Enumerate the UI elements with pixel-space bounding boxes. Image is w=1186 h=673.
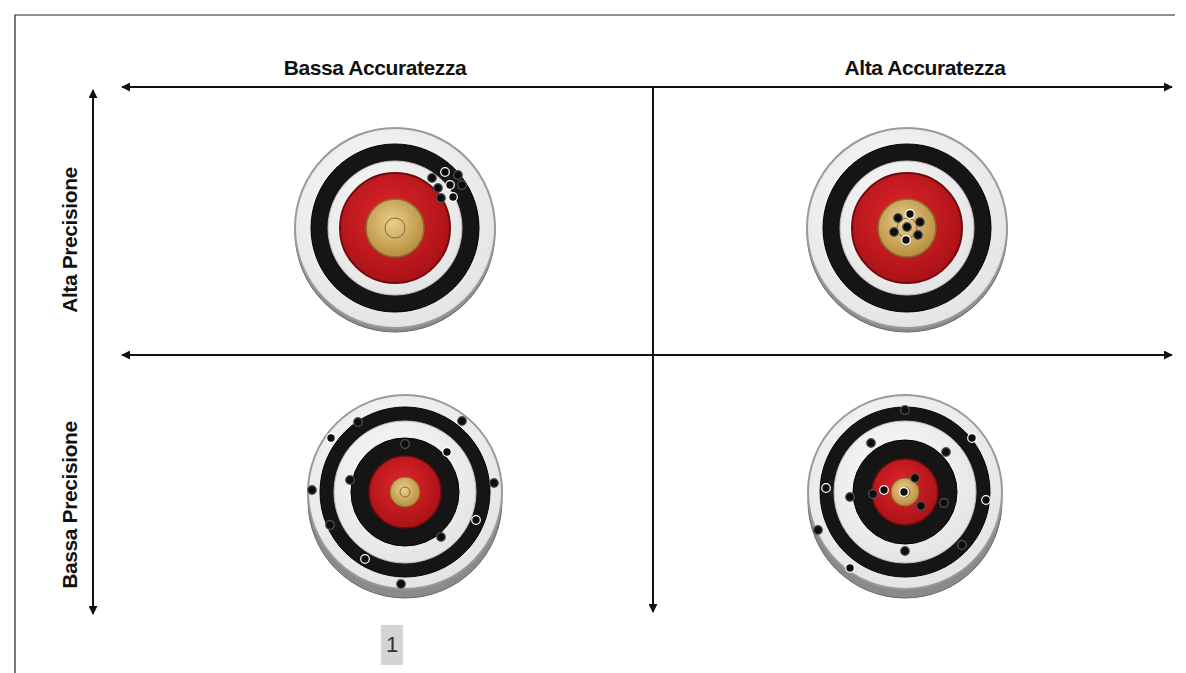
bullet-hole xyxy=(327,434,336,443)
bullet-hole xyxy=(822,484,831,493)
target-ring xyxy=(852,173,962,283)
bullet-hole xyxy=(901,547,910,556)
target-ring xyxy=(320,407,490,577)
bullet-hole xyxy=(890,228,899,237)
bullet-hole xyxy=(434,184,443,193)
target-ring xyxy=(853,440,957,544)
bullet-hole xyxy=(458,417,467,426)
target-ring xyxy=(308,395,502,589)
figure-number: 1 xyxy=(381,625,403,665)
bullet-hole xyxy=(437,533,446,542)
bullet-hole xyxy=(354,418,363,427)
target-figure xyxy=(295,128,495,332)
axis-label: Bassa Accuratezza xyxy=(284,56,467,79)
target-ring xyxy=(328,161,462,295)
bullet-hole xyxy=(401,440,410,449)
bullet-hole xyxy=(958,541,967,550)
bullet-hole xyxy=(982,496,991,505)
target-ring xyxy=(878,199,936,257)
bullet-hole xyxy=(940,499,949,508)
axis-label: Alta Precisione xyxy=(58,167,81,313)
target-ring xyxy=(840,161,974,295)
precision-axis xyxy=(92,90,94,614)
bullet-hole xyxy=(869,490,878,499)
target-ring xyxy=(385,218,405,238)
bullet-hole xyxy=(942,448,951,457)
accuracy-axis xyxy=(122,86,1172,88)
target-figure xyxy=(808,395,1002,598)
bullet-hole xyxy=(902,236,911,245)
target-ring xyxy=(311,144,479,312)
target-ring xyxy=(351,438,459,546)
bullet-hole xyxy=(968,434,977,443)
bullet-hole xyxy=(446,181,455,190)
bullet-hole xyxy=(903,223,912,232)
target-ring xyxy=(808,395,1002,589)
target-ring xyxy=(900,487,910,497)
bullet-hole xyxy=(428,174,437,183)
bullet-hole xyxy=(443,448,452,457)
target-figure xyxy=(807,128,1007,332)
bullet-hole xyxy=(906,210,915,219)
target-ring xyxy=(400,487,410,497)
middle-axis xyxy=(122,354,1172,356)
axis-label: Alta Accuratezza xyxy=(845,56,1006,79)
target-ring xyxy=(823,144,991,312)
bullet-hole xyxy=(458,181,467,190)
target-ring xyxy=(834,421,976,563)
bullet-hole xyxy=(911,474,920,483)
target-ring xyxy=(340,173,450,283)
target-ring xyxy=(366,199,424,257)
bullet-hole xyxy=(880,486,889,495)
bullet-hole xyxy=(346,476,355,485)
bullet-hole xyxy=(894,214,903,223)
target-ring xyxy=(820,407,990,577)
frame-line xyxy=(15,15,1175,673)
target-ring xyxy=(295,128,495,328)
bullet-hole xyxy=(917,502,926,511)
target-ring xyxy=(390,477,420,507)
target-figure xyxy=(308,395,502,598)
bullet-hole xyxy=(454,171,463,180)
bullet-hole xyxy=(914,231,923,240)
axis-label: Bassa Precisione xyxy=(58,421,81,589)
bullet-hole xyxy=(472,516,481,525)
target-ring xyxy=(872,459,938,525)
target-ring xyxy=(807,128,1007,328)
bullet-hole xyxy=(846,493,855,502)
target-ring xyxy=(334,421,476,563)
divider-axis xyxy=(652,87,654,612)
bullet-hole xyxy=(308,486,317,495)
bullet-hole xyxy=(397,580,406,589)
bullet-hole xyxy=(901,406,910,415)
bullet-hole xyxy=(449,193,458,202)
bullet-hole xyxy=(361,555,370,564)
bullet-hole xyxy=(326,521,335,530)
bullet-hole xyxy=(441,168,450,177)
bullet-hole xyxy=(916,218,925,227)
bullet-hole xyxy=(867,439,876,448)
bullet-hole xyxy=(846,564,855,573)
targets xyxy=(295,128,1007,598)
bullet-hole xyxy=(490,479,499,488)
bullet-hole xyxy=(900,488,909,497)
bullet-hole xyxy=(437,194,446,203)
bullet-hole xyxy=(814,526,823,535)
target-ring xyxy=(369,456,441,528)
